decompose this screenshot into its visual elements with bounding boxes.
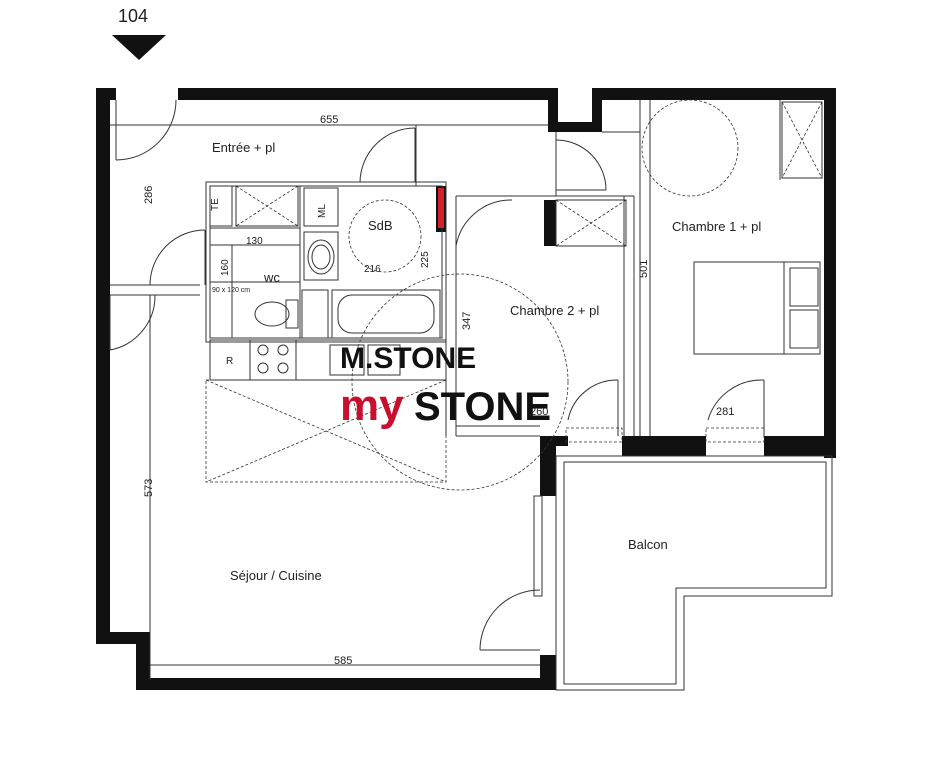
- label-sdb: SdB: [368, 218, 393, 233]
- unit-number: 104: [118, 6, 148, 26]
- label-balcon: Balcon: [628, 537, 668, 552]
- watermark-stone: STONE: [414, 385, 551, 429]
- dim-ch2-height: 347: [461, 312, 473, 330]
- exterior-walls: [96, 88, 836, 690]
- label-shower-note: 90 x 120 cm: [212, 287, 250, 294]
- watermark-top: M.STONE: [340, 342, 476, 375]
- label-chambre2: Chambre 2 + pl: [510, 303, 599, 318]
- dim-ch2-window: 260: [530, 406, 548, 418]
- label-wc: wc: [263, 270, 280, 285]
- dim-ch1-window: 281: [716, 406, 734, 418]
- dim-entry-height: 286: [143, 186, 155, 204]
- dim-sdb-height: 225: [420, 251, 431, 268]
- room-labels: Entrée + pl SdB wc Chambre 1 + pl Chambr…: [212, 140, 761, 583]
- label-te: TE: [210, 198, 221, 211]
- balcony: [555, 455, 833, 691]
- label-entree: Entrée + pl: [212, 140, 275, 155]
- label-fridge: R: [226, 356, 233, 367]
- doors: [109, 99, 823, 651]
- fixture-labels: TE ML R 90 x 120 cm: [210, 198, 328, 367]
- dimension-labels: 655 286 130 160 216 225 347 501 573 585 …: [143, 114, 734, 667]
- entrance-arrow-icon: [112, 35, 166, 60]
- dim-top-width: 655: [320, 114, 338, 126]
- dim-bottom-width: 585: [334, 655, 352, 667]
- chambre1-furniture: [351, 99, 821, 491]
- dim-ch1-height: 501: [638, 260, 650, 278]
- mystone-watermark: M.STONE my STONE: [340, 342, 551, 430]
- watermark-my: my: [340, 381, 404, 430]
- dim-sdb-width: 216: [364, 264, 381, 275]
- dim-wc-height: 160: [220, 259, 231, 276]
- wet-core: [205, 181, 447, 343]
- label-ml: ML: [317, 204, 328, 218]
- label-chambre1: Chambre 1 + pl: [672, 219, 761, 234]
- label-sejour: Séjour / Cuisine: [230, 568, 322, 583]
- dim-living-height: 573: [143, 479, 155, 497]
- radiator-icon: [438, 188, 444, 228]
- kitchen: [205, 339, 447, 483]
- dim-wc-width: 130: [246, 236, 263, 247]
